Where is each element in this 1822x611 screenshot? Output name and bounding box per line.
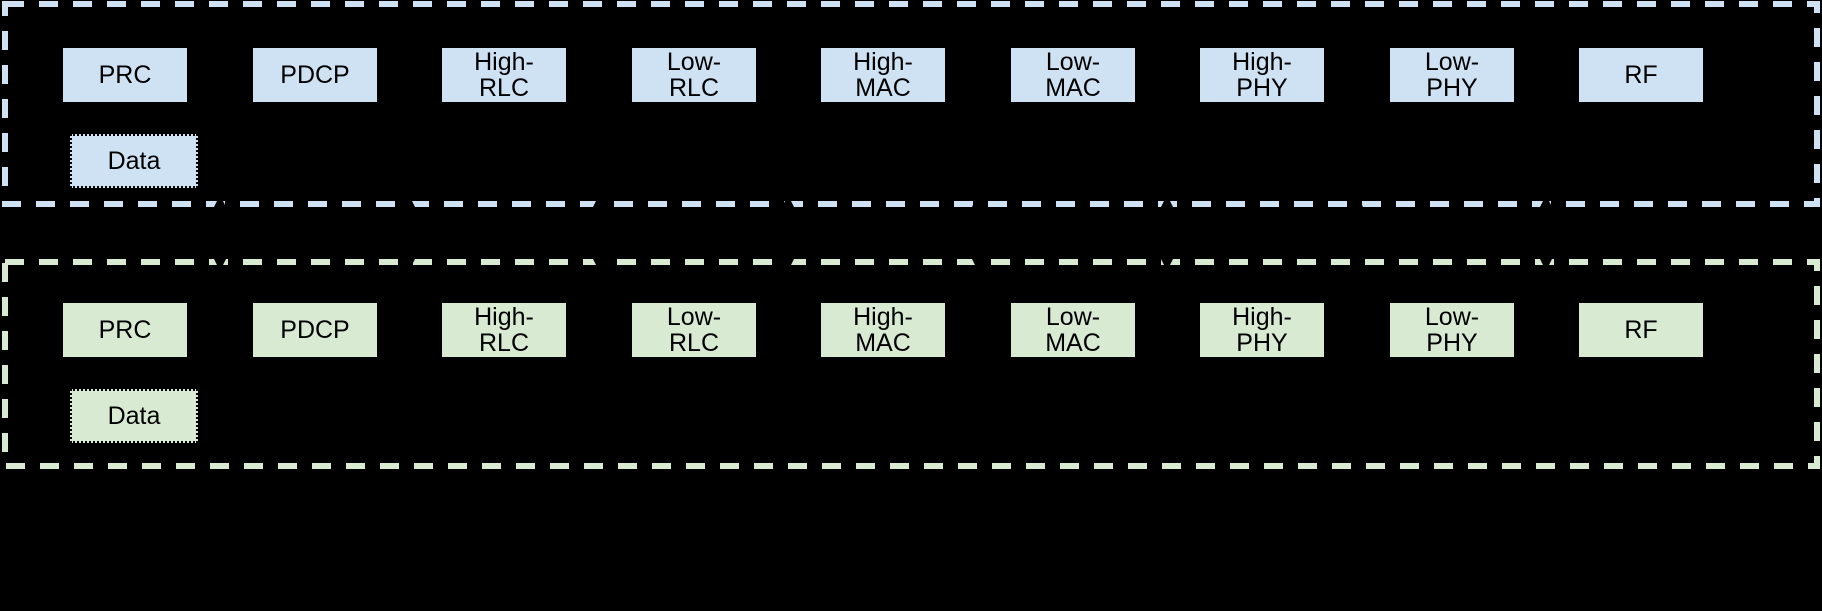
split-arrow-7 [1350, 195, 1364, 271]
split-arrow-5 [971, 195, 985, 271]
data-box-lower: Data [70, 389, 198, 443]
data-box-upper: Data [70, 134, 198, 188]
split-arrow-8 [1539, 195, 1553, 271]
split-arrow-3 [592, 195, 606, 271]
upper-zone-border [2, 1, 1820, 207]
split-arrow-1 [213, 195, 227, 271]
split-arrow-4 [781, 195, 795, 271]
split-arrow-6 [1160, 195, 1174, 271]
lower-zone-border [2, 259, 1820, 469]
split-arrow-2 [402, 195, 416, 271]
split-arrows-group [213, 195, 1553, 271]
